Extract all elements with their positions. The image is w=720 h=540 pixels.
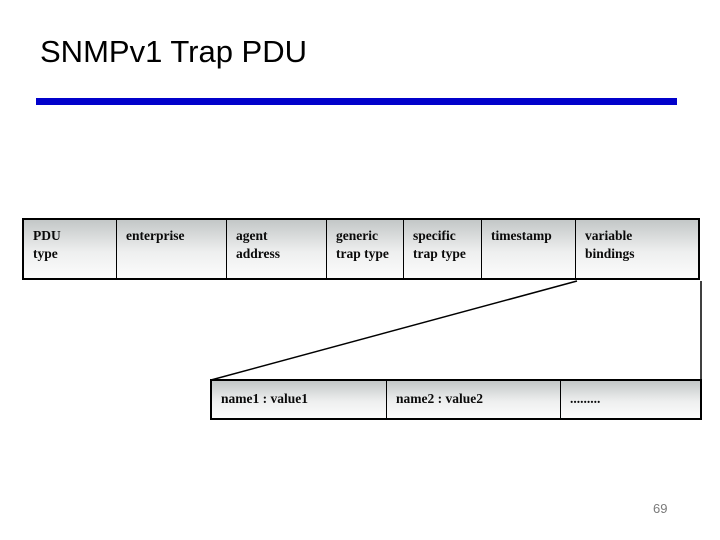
field-variable-bindings: variable bindings: [576, 220, 698, 278]
connector-line-left-diagonal: [210, 280, 578, 381]
variable-bindings-row: name1 : value1 name2 : value2 .........: [210, 379, 702, 420]
binding-name2-value2: name2 : value2: [387, 381, 561, 418]
field-pdu-type: PDU type: [24, 220, 117, 278]
field-specific-trap-type: specific trap type: [404, 220, 482, 278]
page-number: 69: [653, 501, 668, 516]
binding-ellipsis: .........: [561, 381, 700, 418]
field-agent-address: agent address: [227, 220, 327, 278]
title-underline-rule: [36, 98, 677, 105]
pdu-field-row: PDU type enterprise agent address generi…: [22, 218, 700, 280]
field-enterprise: enterprise: [117, 220, 227, 278]
field-timestamp: timestamp: [482, 220, 576, 278]
binding-name1-value1: name1 : value1: [212, 381, 387, 418]
slide-title: SNMPv1 Trap PDU: [40, 34, 308, 69]
field-generic-trap-type: generic trap type: [327, 220, 404, 278]
